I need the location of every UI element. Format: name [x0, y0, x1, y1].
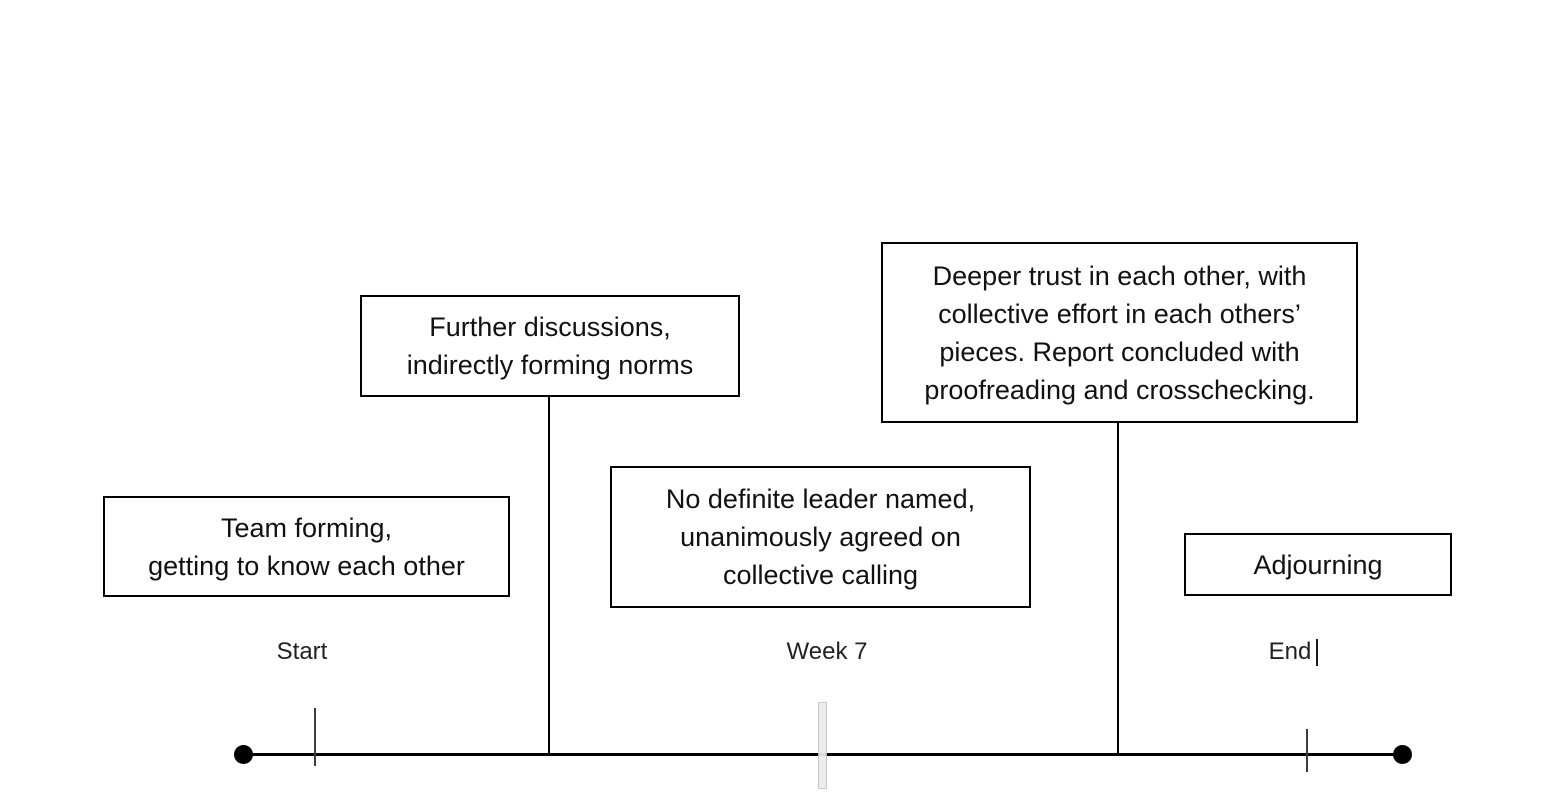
text-caret: [1316, 639, 1318, 666]
stage-box-team-forming[interactable]: Team forming, getting to know each other: [103, 496, 510, 597]
end-tick-mark: [1306, 729, 1308, 772]
week7-marker[interactable]: [818, 702, 827, 789]
connector-line-trust: [1117, 422, 1119, 754]
stage-box-deeper-trust[interactable]: Deeper trust in each other, with collect…: [881, 242, 1358, 423]
timeline-label-week7[interactable]: Week 7: [786, 638, 868, 665]
stage-box-further-discussions-text: Further discussions, indirectly forming …: [406, 312, 694, 380]
timeline-label-end[interactable]: End: [1268, 638, 1312, 665]
stage-box-adjourning[interactable]: Adjourning: [1184, 533, 1452, 596]
stage-box-deeper-trust-text: Deeper trust in each other, with collect…: [924, 260, 1315, 405]
stage-box-adjourning-text: Adjourning: [1253, 549, 1383, 580]
timeline-start-dot: [234, 745, 253, 764]
stage-box-no-definite-leader[interactable]: No definite leader named, unanimously ag…: [610, 466, 1031, 608]
timeline-label-start[interactable]: Start: [276, 638, 328, 665]
start-tick-mark: [314, 708, 316, 766]
stage-box-further-discussions[interactable]: Further discussions, indirectly forming …: [360, 295, 740, 397]
connector-line-norms: [548, 396, 550, 754]
timeline-end-dot: [1393, 745, 1412, 764]
stage-box-team-forming-text: Team forming, getting to know each other: [148, 512, 465, 581]
stage-box-no-definite-leader-text: No definite leader named, unanimously ag…: [665, 484, 976, 590]
